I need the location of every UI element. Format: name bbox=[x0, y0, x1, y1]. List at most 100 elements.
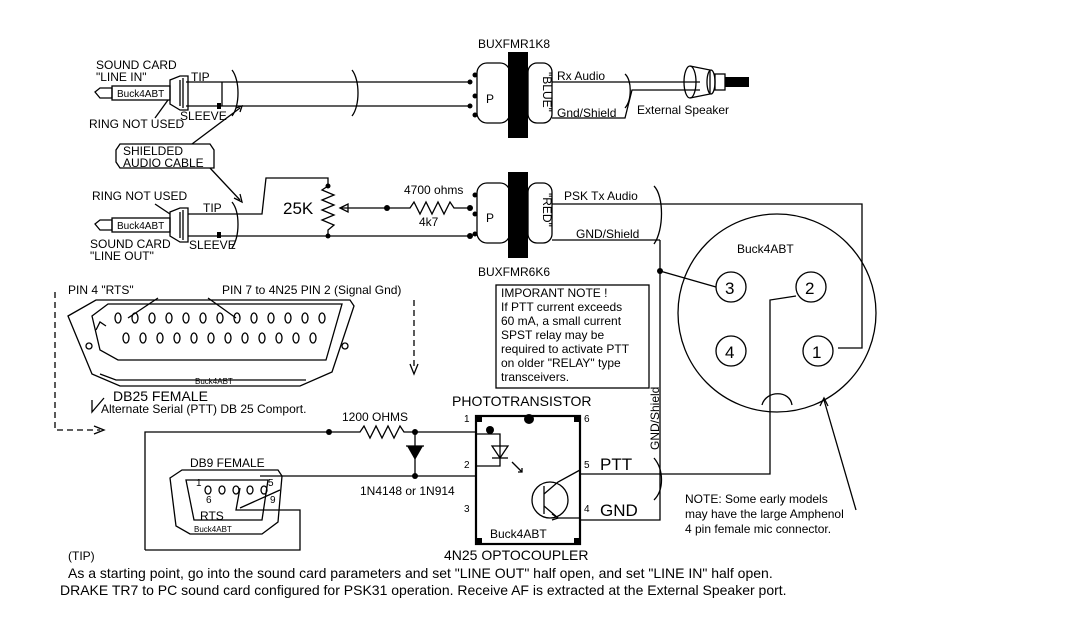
note-line-1: IMPORANT NOTE ! bbox=[501, 286, 607, 300]
opto-pin4: 4 bbox=[584, 504, 590, 515]
connector-pin bbox=[216, 312, 224, 324]
ring-not-used-bottom-label: RING NOT USED bbox=[92, 189, 187, 203]
potentiometer-25k: 25K bbox=[283, 185, 386, 236]
connector-pin bbox=[139, 332, 147, 344]
db9-rts-label: RTS bbox=[200, 509, 224, 523]
connector-pin bbox=[292, 332, 300, 344]
mic-pin1: 1 bbox=[812, 343, 821, 362]
rx-audio-label: Rx Audio bbox=[557, 69, 605, 83]
transformer-bottom-primary: P bbox=[486, 211, 494, 225]
note-line-5: required to activate PTT bbox=[501, 342, 630, 356]
mic-pin3: 3 bbox=[725, 279, 734, 298]
phototransistor-label: PHOTOTRANSISTOR bbox=[452, 393, 592, 409]
db9-pin1: 1 bbox=[196, 478, 202, 489]
opto-pin3: 3 bbox=[464, 504, 470, 515]
connector-pin bbox=[165, 312, 173, 324]
connector-pin bbox=[122, 332, 130, 344]
connector-pin bbox=[258, 332, 266, 344]
note-line-2: If PTT current exceeds bbox=[501, 300, 622, 314]
sleeve-top-label: SLEEVE bbox=[180, 109, 227, 123]
sleeve-bottom-label: SLEEVE bbox=[189, 238, 236, 252]
res-4k7-label: 4k7 bbox=[419, 215, 439, 229]
connector-pin bbox=[267, 312, 275, 324]
transformer-top-label: BUXFMR1K8 bbox=[478, 37, 550, 51]
db25-alt-label: Alternate Serial (PTT) DB 25 Comport. bbox=[101, 402, 306, 416]
jack-bottom-brand: Buck4ABT bbox=[117, 221, 164, 232]
db9-connector: DB9 FEMALE 1 5 6 9 RTS Buck4ABT bbox=[169, 456, 283, 535]
bottom-line-1: As a starting point, go into the sound c… bbox=[68, 565, 773, 581]
diode-label: 1N4148 or 1N914 bbox=[360, 484, 455, 498]
line-in-jack-icon: Buck4ABT bbox=[94, 75, 189, 111]
connector-pin bbox=[156, 332, 164, 344]
line-out-label-2: "LINE OUT" bbox=[90, 249, 154, 263]
note-line-7: transceivers. bbox=[501, 370, 569, 384]
gnd-label: GND bbox=[600, 501, 638, 520]
res-4700-label: 4700 ohms bbox=[404, 183, 463, 197]
db25-brand: Buck4ABT bbox=[195, 377, 233, 386]
pot-label: 25K bbox=[283, 199, 314, 218]
resistor-4k7: 4700 ohms 4k7 bbox=[387, 183, 470, 229]
opto-pin1: 1 bbox=[464, 414, 470, 425]
note-line-4: SPST relay may be bbox=[501, 328, 604, 342]
line-out-label-1: SOUND CARD bbox=[90, 237, 171, 251]
connector-pin bbox=[207, 332, 215, 344]
speaker-plug-icon bbox=[683, 65, 749, 99]
tip-top-label: TIP bbox=[191, 70, 210, 84]
connector-pin bbox=[301, 312, 309, 324]
optocoupler-label: 4N25 OPTOCOUPLER bbox=[444, 547, 588, 563]
connector-pin bbox=[182, 312, 190, 324]
pin4-rts-label: PIN 4 "RTS" bbox=[68, 283, 134, 297]
external-speaker-label: External Speaker bbox=[637, 103, 729, 117]
db25-connector: PIN 4 "RTS" PIN 7 to 4N25 PIN 2 (Signal … bbox=[67, 283, 401, 416]
mic-pin2: 2 bbox=[805, 279, 814, 298]
transformer-bottom: P "RED" BUXFMR6K6 bbox=[472, 172, 554, 279]
line-in-label-2: "LINE IN" bbox=[96, 70, 147, 84]
mic-connector: Buck4ABT 3 2 4 1 bbox=[677, 213, 877, 413]
connector-pin bbox=[232, 485, 240, 495]
mic-title: Buck4ABT bbox=[737, 242, 794, 256]
early-note-2: may have the large Amphenol bbox=[685, 507, 844, 521]
connector-pin bbox=[224, 332, 232, 344]
connector-pin bbox=[233, 312, 241, 324]
gnd-shield-top-label: Gnd/Shield bbox=[557, 106, 616, 120]
jack-top-brand: Buck4ABT bbox=[117, 89, 164, 100]
db9-pin9: 9 bbox=[270, 495, 276, 506]
connector-pin bbox=[309, 332, 317, 344]
ptt-label: PTT bbox=[600, 455, 632, 474]
connector-pin bbox=[204, 485, 212, 495]
shielded-label-2: AUDIO CABLE bbox=[123, 156, 204, 170]
gnd-shield-vertical: GND/Shield bbox=[648, 387, 662, 450]
connector-pin bbox=[260, 485, 268, 495]
connector-pin bbox=[148, 312, 156, 324]
line-out-jack-icon: Buck4ABT bbox=[94, 207, 189, 243]
optocoupler: PHOTOTRANSISTOR 1 2 3 4 5 6 Buck4ABT 4N2… bbox=[444, 393, 592, 563]
connector-pin bbox=[246, 485, 254, 495]
gnd-shield-mid-label: GND/Shield bbox=[576, 227, 639, 241]
pin7-label: PIN 7 to 4N25 PIN 2 (Signal Gnd) bbox=[222, 283, 401, 297]
psk-tx-audio-label: PSK Tx Audio bbox=[564, 189, 638, 203]
connector-pin bbox=[318, 312, 326, 324]
shielded-cable-callout: SHIELDED AUDIO CABLE bbox=[115, 104, 244, 204]
connector-pin bbox=[241, 332, 249, 344]
opto-pin6: 6 bbox=[584, 414, 590, 425]
db9-brand: Buck4ABT bbox=[194, 525, 232, 534]
ring-not-used-top-label: RING NOT USED bbox=[89, 117, 184, 131]
connector-pin bbox=[275, 332, 283, 344]
db9-pin6: 6 bbox=[206, 495, 212, 506]
transformer-bottom-red: "RED" bbox=[540, 193, 554, 227]
db25-female-label: DB25 FEMALE bbox=[113, 388, 208, 404]
opto-pin5: 5 bbox=[584, 460, 590, 471]
shielded-label-1: SHIELDED bbox=[123, 144, 183, 158]
note-line-6: on older "RELAY" type bbox=[501, 356, 621, 370]
connector-pin bbox=[218, 485, 226, 495]
early-models-note: NOTE: Some early models may have the lar… bbox=[685, 396, 857, 536]
connector-pin bbox=[199, 312, 207, 324]
important-note: IMPORANT NOTE ! If PTT current exceeds 6… bbox=[495, 284, 650, 389]
transformer-top-primary: P bbox=[486, 92, 494, 106]
bottom-line-2: DRAKE TR7 to PC sound card configured fo… bbox=[60, 582, 787, 598]
tip-bottom-label: TIP bbox=[203, 201, 222, 215]
connector-pin bbox=[114, 312, 122, 324]
opto-brand: Buck4ABT bbox=[490, 527, 547, 541]
db9-female-label: DB9 FEMALE bbox=[190, 456, 265, 470]
